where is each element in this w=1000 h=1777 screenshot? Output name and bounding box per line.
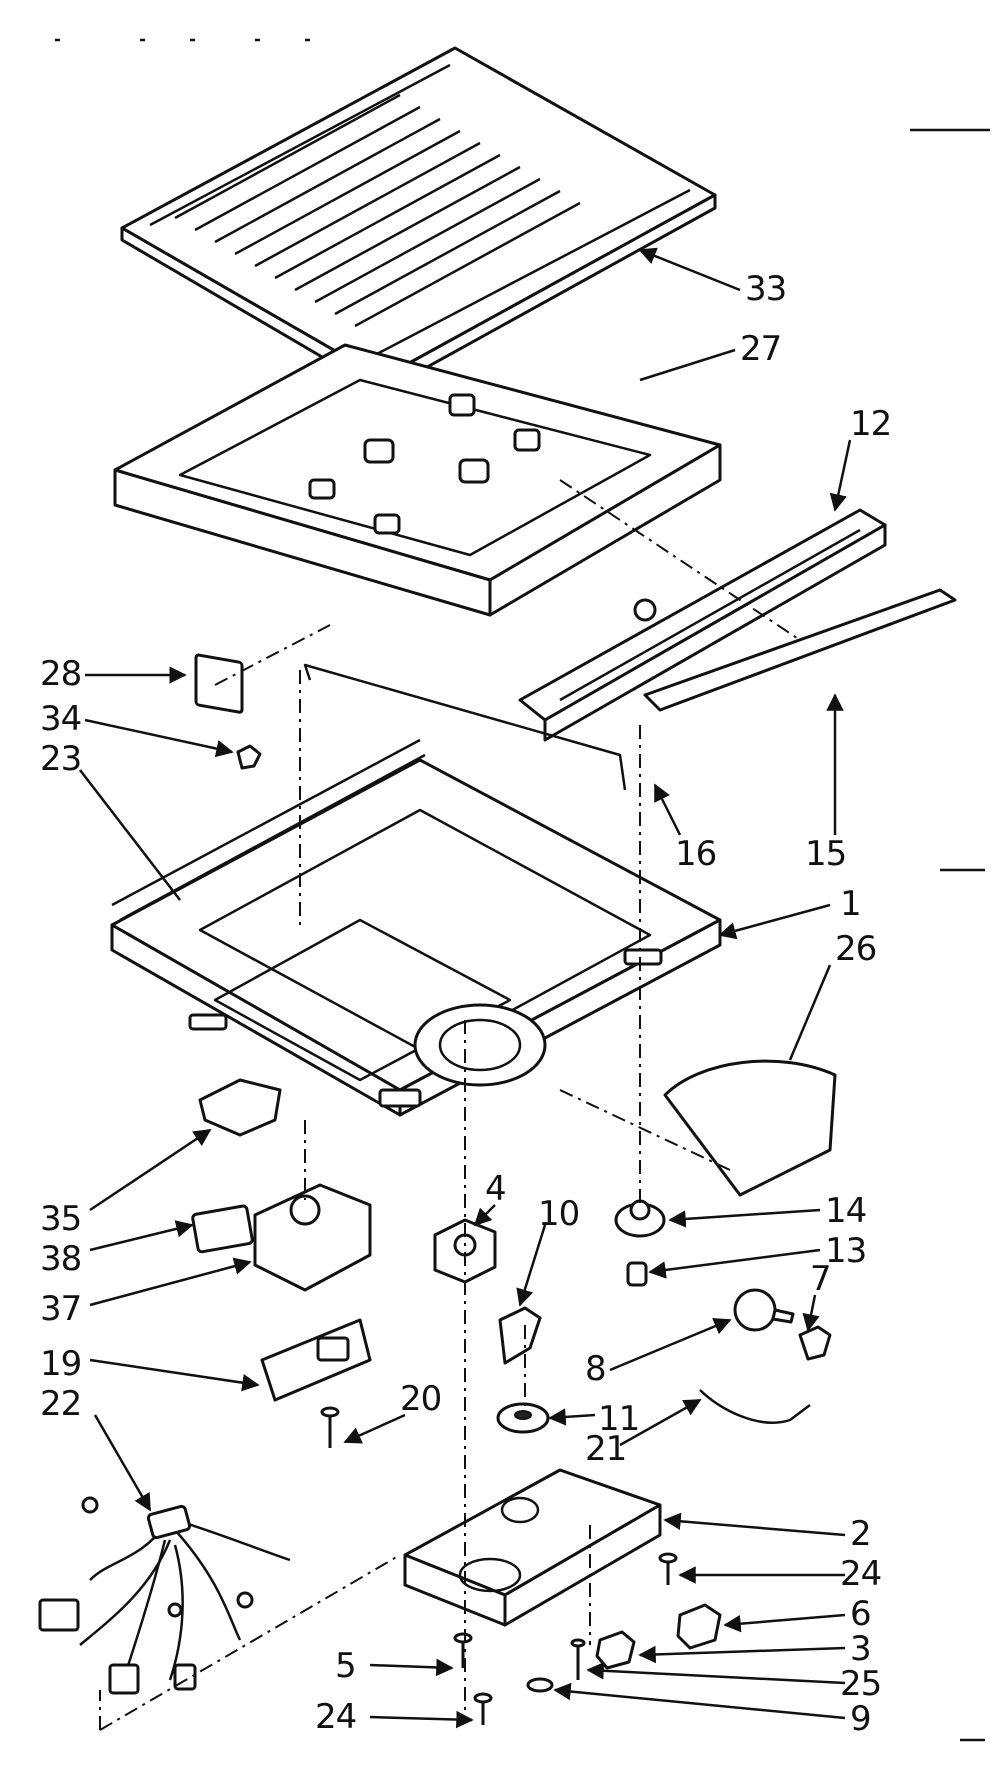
callout-35: 35 [40,1199,81,1239]
part-4 [433,1218,497,1284]
callout-5: 5 [335,1646,356,1686]
wire-part-21 [699,1389,811,1424]
screw-part-24-upper [658,1552,678,1585]
callout-25: 25 [840,1664,881,1704]
callout-9: 9 [850,1699,871,1739]
callout-11: 11 [598,1399,639,1439]
tray-part-2 [403,1468,662,1627]
part-19 [260,1318,372,1402]
callout-14: 14 [825,1191,866,1231]
part-37 [253,1183,372,1292]
top-edge-marks [55,38,990,1742]
part-6 [676,1603,722,1650]
callout-4: 4 [485,1169,506,1209]
callout-1: 1 [840,884,861,924]
callout-28: 28 [40,654,81,694]
screw-part-24-lower [473,1692,493,1725]
screw-part-5 [453,1632,473,1668]
part-38 [191,1204,254,1254]
callout-15: 15 [805,834,846,874]
callout-12: 12 [850,404,891,444]
callout-10: 10 [538,1194,579,1234]
callout-26: 26 [835,929,876,969]
callout-6: 6 [850,1594,871,1634]
callout-34: 34 [40,699,81,739]
callout-20: 20 [400,1379,441,1419]
part-25 [570,1638,586,1680]
callout-23: 23 [40,739,81,779]
callout-13: 13 [825,1231,866,1271]
shelf-grille-part-33 [120,46,717,394]
callout-3: 3 [850,1629,871,1669]
part-9 [526,1677,554,1693]
callout-24-left: 24 [315,1697,356,1737]
assembly-center-lines [99,479,801,1731]
screw-part-20 [320,1406,340,1448]
housing-part-1 [110,738,722,1117]
part-3 [595,1630,636,1670]
rod-part-15 [643,588,957,712]
callout-38: 38 [40,1239,81,1279]
callout-numbers: 33 27 12 28 34 23 16 15 1 26 35 38 37 19… [40,269,892,1739]
wire-loop-part-16 [303,663,627,791]
callout-33: 33 [745,269,786,309]
insulation-part-26 [663,1059,837,1197]
clip-part-34 [236,744,262,770]
part-13 [626,1261,648,1287]
callout-37: 37 [40,1289,81,1329]
part-10 [498,1306,542,1365]
callout-24-right: 24 [840,1554,881,1594]
part-35 [198,1078,282,1137]
part-7 [798,1325,832,1361]
bulb-part-8 [733,1288,795,1332]
frame-part-27 [113,343,722,617]
part-14 [614,1199,666,1238]
callout-leaders [79,247,852,1729]
part-11 [496,1402,550,1434]
callout-2: 2 [850,1514,871,1554]
rail-part-12 [518,508,887,742]
callout-21: 21 [585,1429,626,1469]
wiring-harness-part-22 [38,1496,291,1695]
callout-22: 22 [40,1384,81,1424]
callout-16: 16 [675,834,716,874]
callout-27: 27 [740,329,781,369]
callout-7: 7 [810,1259,831,1299]
callout-8: 8 [585,1349,606,1389]
callout-19: 19 [40,1344,81,1384]
